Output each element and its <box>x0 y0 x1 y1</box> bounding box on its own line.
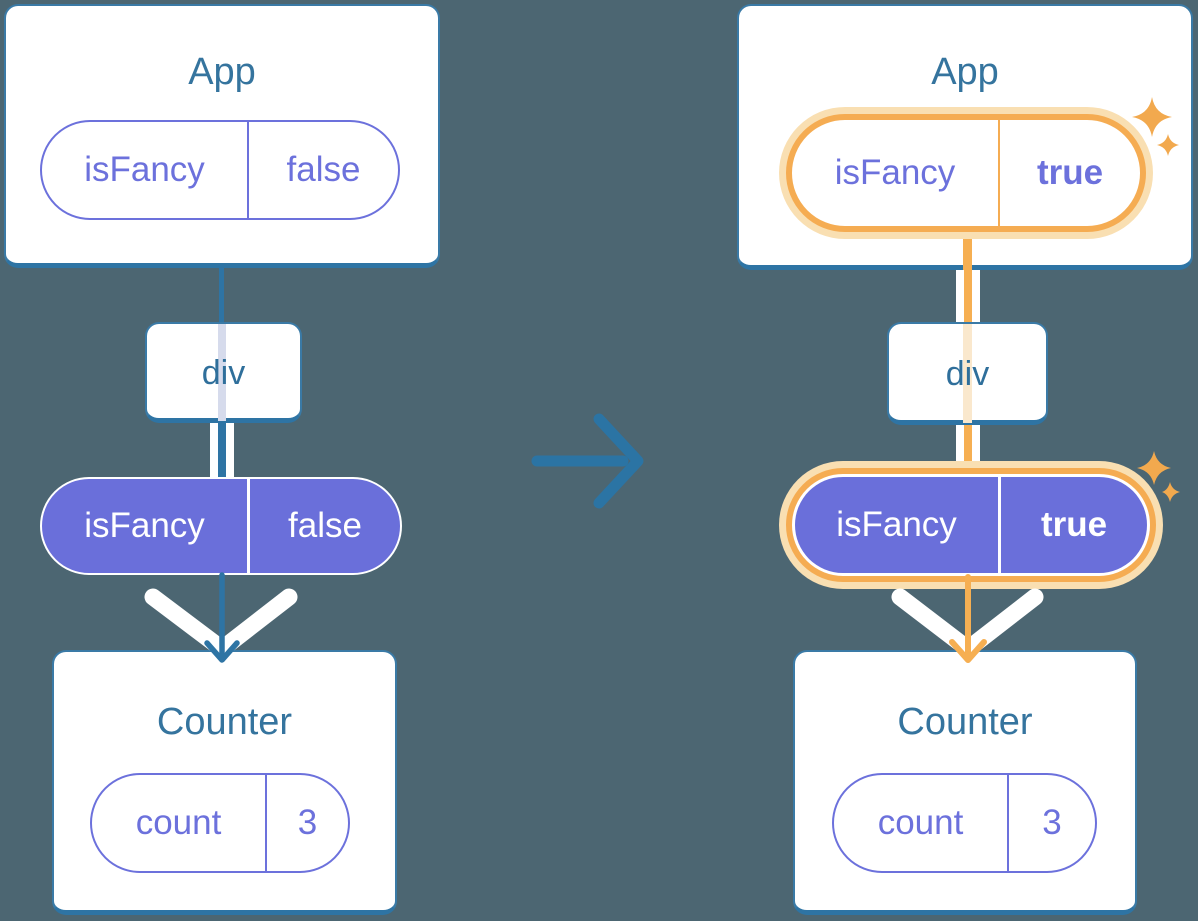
app-to-div-pipe <box>956 270 980 322</box>
app-to-div-line <box>219 268 224 322</box>
div-to-context-pipe <box>956 425 980 468</box>
state-pill: count 3 <box>90 773 350 873</box>
context-value: true <box>998 477 1147 573</box>
transition-arrow-icon <box>531 413 644 509</box>
prop-name: isFancy <box>84 150 205 189</box>
context-line-in-app <box>963 239 972 270</box>
context-name: isFancy <box>836 505 957 544</box>
div-label: div <box>201 354 246 392</box>
prop-name: isFancy <box>834 153 956 192</box>
app-title: App <box>931 51 999 93</box>
app-prop-pill: isFancy false <box>40 120 400 220</box>
context-pill: isFancy false <box>40 477 402 575</box>
state-pill: count 3 <box>832 773 1097 873</box>
counter-title: Counter <box>897 701 1033 743</box>
app-prop-pill-highlighted: isFancy true <box>786 114 1146 232</box>
counter-title: Counter <box>156 701 293 743</box>
prop-value: true <box>998 120 1140 226</box>
context-pill-highlighted: isFancy true <box>786 468 1156 582</box>
state-name: count <box>135 803 222 842</box>
app-title: App <box>188 51 256 93</box>
sparkles-icon <box>1137 451 1180 502</box>
state-value: 3 <box>265 775 348 871</box>
context-name: isFancy <box>84 506 205 545</box>
div-label: div <box>945 355 990 393</box>
prop-value: false <box>247 122 398 218</box>
state-name: count <box>877 803 964 842</box>
sparkles-icon <box>1132 97 1179 156</box>
context-value: false <box>247 479 400 573</box>
context-passthrough-stripe <box>218 324 226 421</box>
context-passthrough-stripe <box>963 324 972 423</box>
state-value: 3 <box>1007 775 1095 871</box>
div-to-context-pipe <box>210 423 234 477</box>
